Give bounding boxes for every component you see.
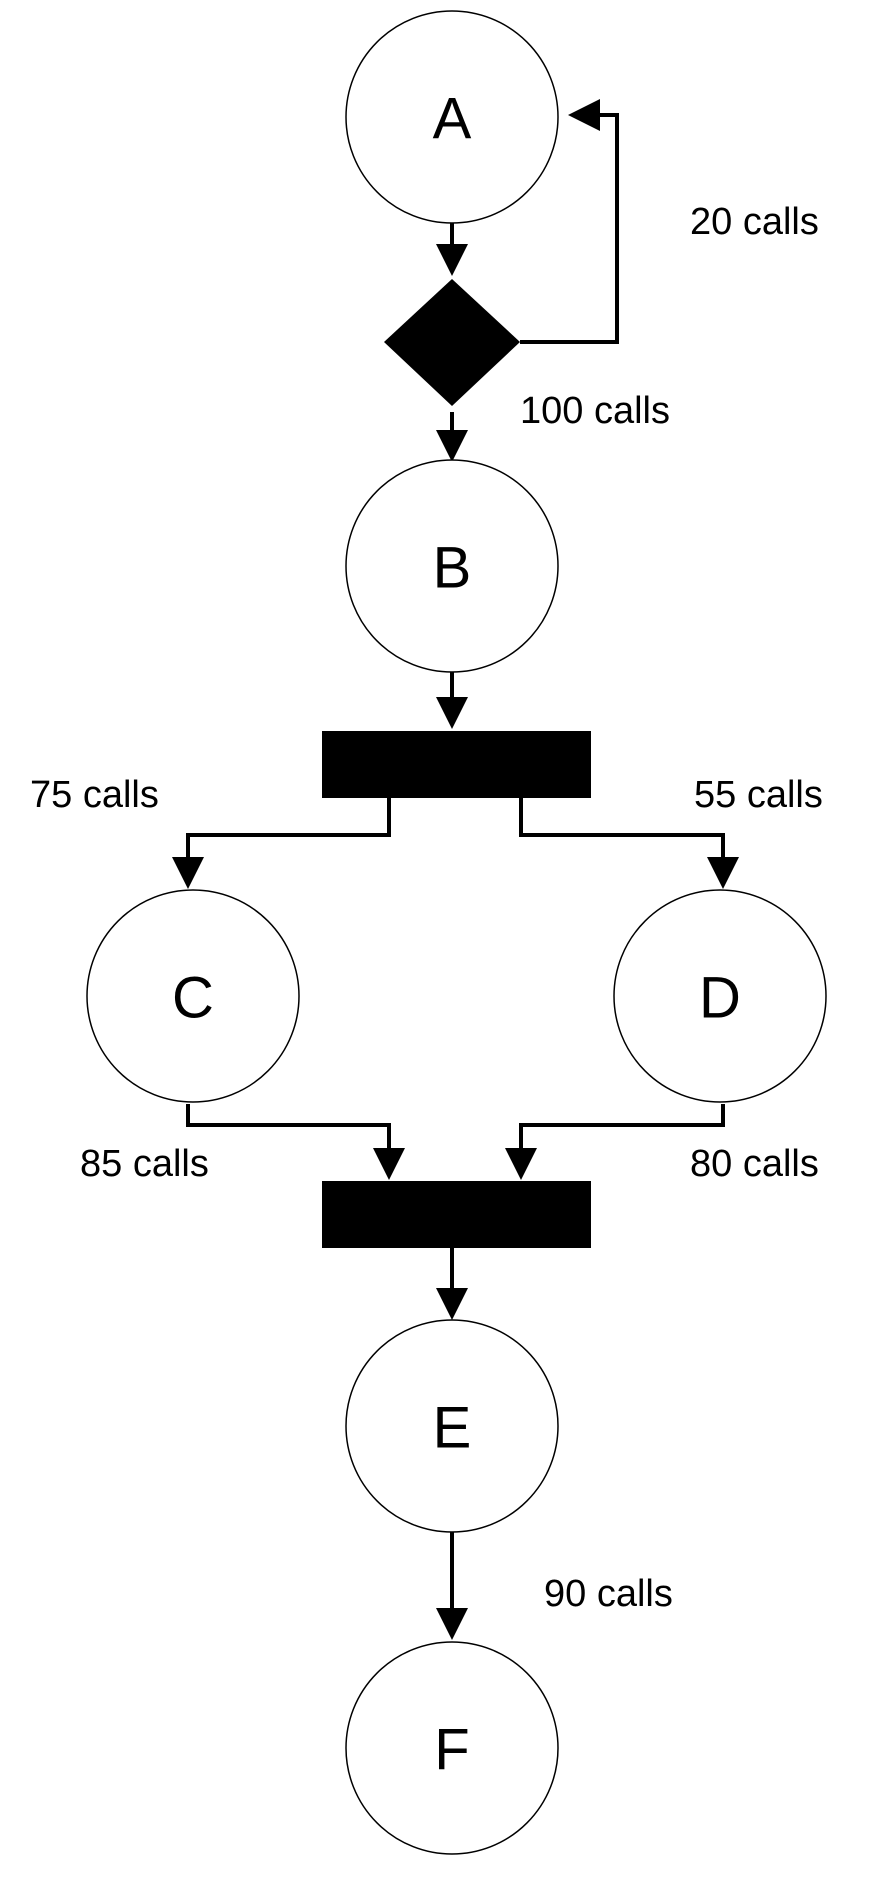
edge-d-to-join — [505, 1104, 725, 1180]
node-e-label: E — [433, 1396, 472, 1461]
edge-label-e-to-f: 90 calls — [544, 1573, 673, 1615]
edge-fork-to-d — [519, 798, 739, 889]
edge-c-to-join — [186, 1104, 405, 1180]
node-f: F — [345, 1641, 559, 1855]
node-f-label: F — [434, 1718, 469, 1783]
node-b: B — [345, 459, 559, 673]
decision-diamond — [384, 279, 520, 406]
node-d: D — [613, 889, 827, 1103]
node-c-label: C — [172, 966, 214, 1031]
edge-fork-to-c — [172, 798, 391, 889]
fork-bar — [322, 731, 591, 798]
edge-loop-to-a — [520, 99, 619, 344]
edge-label-loop-a: 20 calls — [690, 201, 819, 243]
edge-label-d-to-join: 80 calls — [690, 1143, 819, 1185]
edge-label-fork-to-c: 75 calls — [30, 774, 159, 816]
node-e: E — [345, 1319, 559, 1533]
node-c: C — [86, 889, 300, 1103]
node-a-label: A — [433, 87, 472, 152]
edge-label-a-to-b: 100 calls — [520, 390, 670, 432]
edge-label-fork-to-d: 55 calls — [694, 774, 823, 816]
edge-label-c-to-join: 85 calls — [80, 1143, 209, 1185]
node-d-label: D — [699, 966, 741, 1031]
node-a: A — [345, 10, 559, 224]
node-b-label: B — [433, 536, 472, 601]
join-bar — [322, 1181, 591, 1248]
